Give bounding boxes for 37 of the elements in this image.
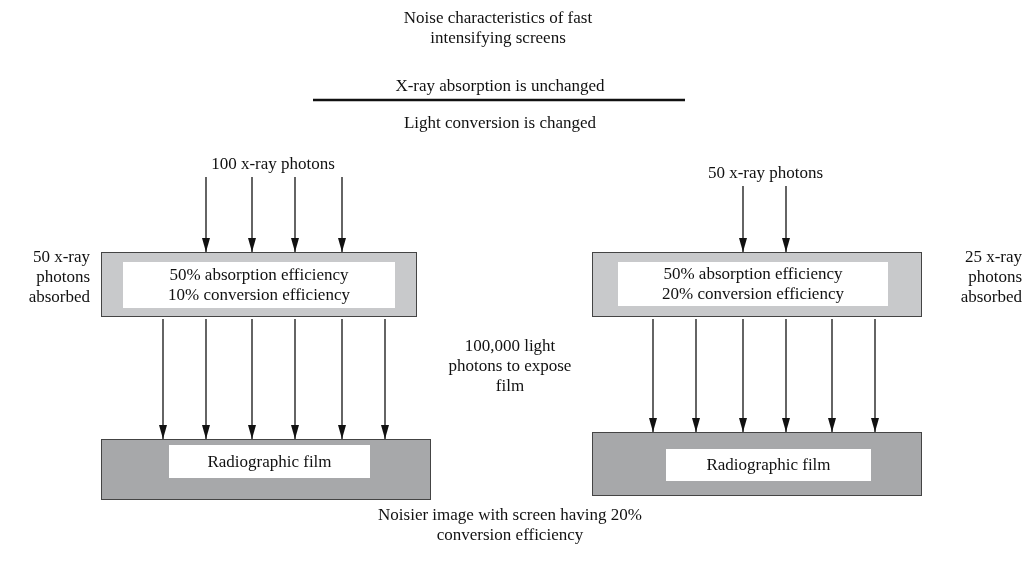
arrow <box>248 318 256 440</box>
film-label: Radiographic film <box>666 449 871 481</box>
intensifying-screen <box>101 252 417 317</box>
arrow <box>291 318 299 440</box>
photon-count-label: 100 x-ray photons <box>193 153 353 175</box>
screen-label: 50% absorption efficiency <box>169 265 349 285</box>
screen-label: 20% conversion efficiency <box>662 284 844 304</box>
film-block <box>592 432 922 496</box>
intensifying-screen <box>592 252 922 317</box>
screen-label: 10% conversion efficiency <box>168 285 350 305</box>
arrow <box>782 185 790 253</box>
arrow <box>159 318 167 440</box>
absorbed-photons-label: 50 x-ray photons absorbed <box>27 247 90 307</box>
photon-count-label: 100,000 light photons to expose film <box>447 336 573 396</box>
arrow <box>338 318 346 440</box>
arrow <box>739 185 747 253</box>
arrow <box>338 176 346 253</box>
screen-label: 50% absorption efficiency <box>663 264 843 284</box>
arrow <box>202 176 210 253</box>
photon-count-label: 50 x-ray photons <box>693 162 838 184</box>
note: X-ray absorption is unchanged <box>394 76 606 96</box>
arrow <box>649 318 657 433</box>
arrow <box>692 318 700 433</box>
film-block <box>101 439 431 500</box>
note: Light conversion is changed <box>402 113 598 133</box>
arrow <box>782 318 790 433</box>
title: Noise characteristics of fast intensifying screens <box>402 8 594 48</box>
arrow <box>291 176 299 253</box>
arrow <box>202 318 210 440</box>
arrow <box>381 318 389 440</box>
film-label: Radiographic film <box>169 445 370 478</box>
arrow <box>739 318 747 433</box>
arrow <box>871 318 879 433</box>
caption: Noisier image with screen having 20% conversion efficiency <box>377 505 643 545</box>
arrow <box>828 318 836 433</box>
absorbed-photons-label: 25 x-ray photons absorbed <box>959 247 1022 307</box>
arrow <box>248 176 256 253</box>
